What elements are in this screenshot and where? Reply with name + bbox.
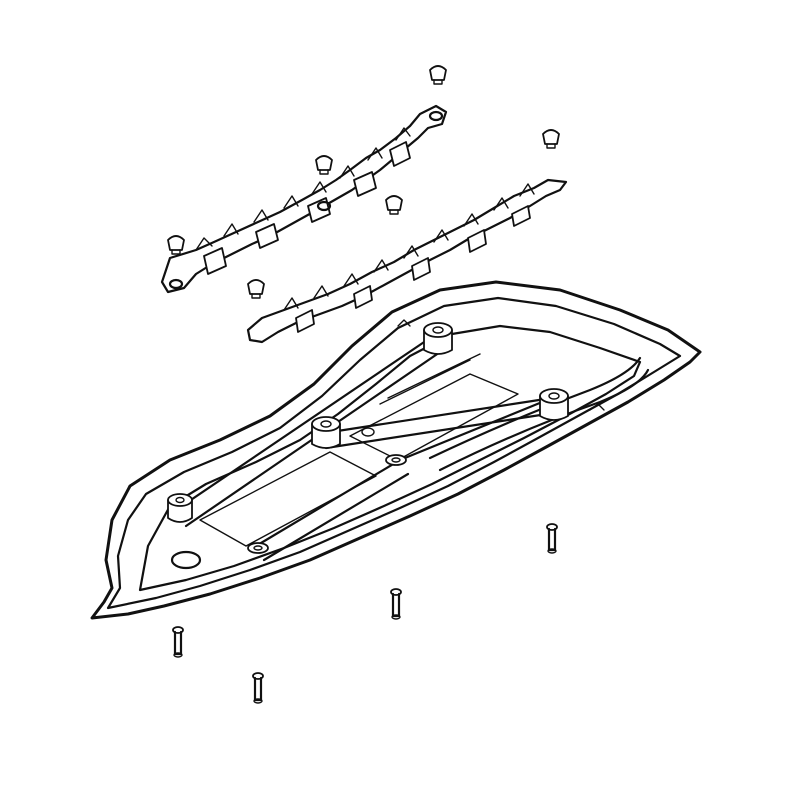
- push-clip: [167, 235, 185, 255]
- mounting-boss: [247, 542, 269, 554]
- push-clip: [315, 155, 333, 175]
- mounting-boss: [385, 454, 407, 466]
- screw: [172, 626, 184, 658]
- screw: [252, 672, 264, 704]
- mounting-boss: [539, 388, 569, 421]
- push-clip: [542, 129, 560, 149]
- push-clip: [429, 65, 447, 85]
- push-clip: [247, 279, 265, 299]
- mounting-boss: [423, 322, 453, 355]
- upper-hook-rail: [160, 104, 448, 294]
- seat-base-pan: [90, 280, 702, 620]
- mounting-boss: [167, 493, 193, 523]
- screw: [546, 523, 558, 554]
- push-clip: [385, 195, 403, 215]
- screw: [390, 588, 402, 620]
- mounting-boss: [311, 416, 341, 449]
- lower-hook-rail: [246, 178, 568, 344]
